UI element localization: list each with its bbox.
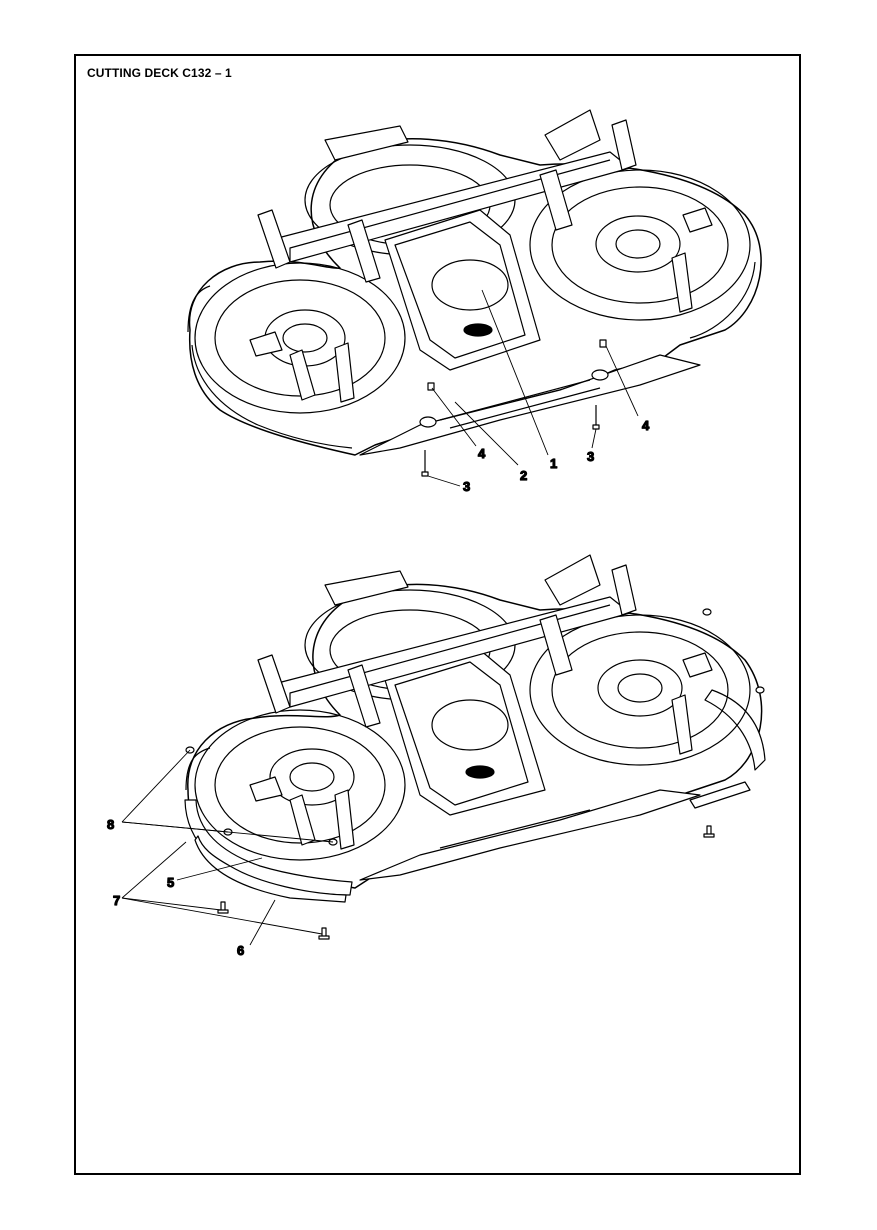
callout-1: 1 (550, 456, 557, 471)
lower-leader-lines (121, 749, 334, 946)
lower-screw-2 (318, 927, 330, 940)
lower-left-blade-housing (194, 709, 406, 861)
upper-deck-drawing (187, 109, 762, 477)
upper-bolt-right (592, 405, 600, 430)
lower-deck-drawing (184, 554, 766, 940)
callout-3a: 3 (463, 479, 470, 494)
lower-skid-strip (194, 835, 347, 903)
upper-bracket-left (257, 209, 291, 269)
upper-bolt-left (421, 450, 429, 477)
callout-3b: 3 (587, 449, 594, 464)
page-frame (74, 54, 801, 1175)
upper-nut-right (599, 339, 607, 348)
lower-front-rail (359, 789, 701, 881)
upper-leader-lines (427, 289, 639, 487)
lower-callouts: 8 7 5 6 (106, 816, 244, 958)
lower-screw-3 (703, 825, 715, 838)
callout-8: 8 (107, 817, 114, 832)
callout-7: 7 (113, 893, 120, 908)
upper-callouts: 1 2 3 3 4 4 (462, 417, 650, 494)
upper-left-blade-housing (194, 262, 406, 414)
callout-5: 5 (167, 875, 174, 890)
lower-screw-1 (217, 901, 229, 914)
upper-nut-left (427, 382, 435, 391)
callout-2: 2 (520, 468, 527, 483)
callout-4b: 4 (642, 418, 650, 433)
upper-deck-skirt (191, 344, 353, 449)
callout-6: 6 (237, 943, 244, 958)
callout-4a: 4 (478, 446, 486, 461)
lower-right-blade-housing (529, 614, 751, 766)
upper-hose (187, 285, 211, 333)
upper-right-blade-housing (529, 169, 751, 321)
page-title: CUTTING DECK C132 – 1 (87, 66, 232, 80)
